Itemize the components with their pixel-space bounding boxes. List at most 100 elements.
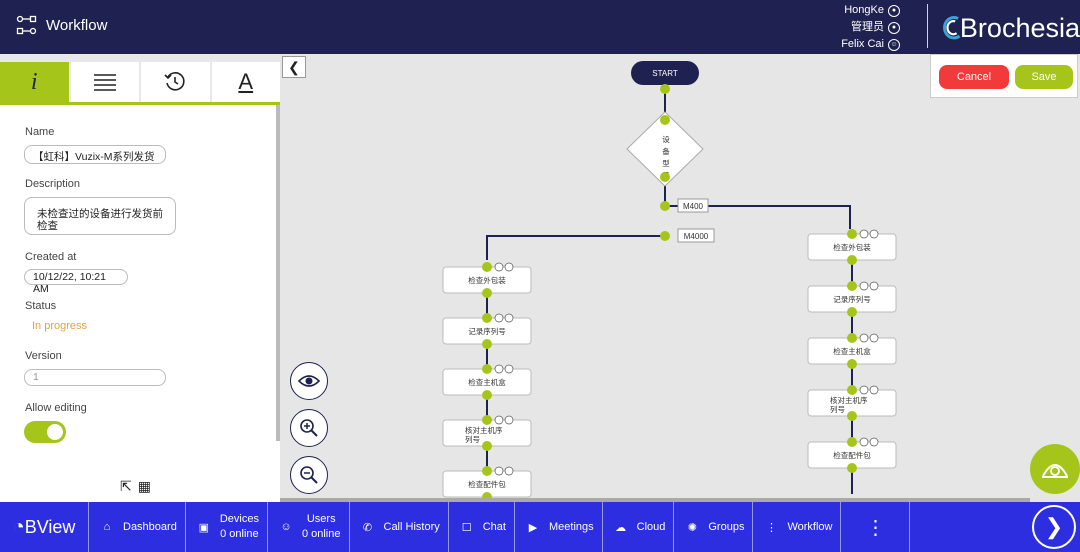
branch-m400-label: M400 — [683, 202, 704, 211]
grid-icon[interactable]: ▦ — [137, 478, 151, 494]
devices-icon: ▣ — [198, 521, 210, 534]
nav-devices-label: Devices — [219, 513, 259, 525]
nav-users-label: Users — [306, 513, 336, 525]
role-icon: ● — [888, 21, 900, 34]
allow-editing-toggle[interactable] — [24, 421, 66, 443]
workflow-icon — [16, 15, 37, 35]
groups-icon: ✺ — [687, 521, 697, 534]
panel-tools: ⇱ ▦ — [120, 478, 151, 495]
assist-icon — [1042, 464, 1068, 478]
nav-call-history-label: Call History — [383, 521, 440, 533]
chat-icon: ☐ — [461, 521, 472, 534]
decision-label-3: 型 — [662, 159, 670, 168]
created-field: 10/12/22, 10:21 AM — [24, 269, 128, 295]
company-name: HongKe — [844, 4, 884, 16]
nav-next-button[interactable]: ❯ — [1032, 505, 1076, 549]
home-icon: ⌂ — [103, 521, 111, 533]
save-button[interactable]: Save — [1015, 65, 1073, 89]
right-step-label: 检查外包装 — [833, 242, 871, 252]
decision-node — [626, 111, 704, 187]
expand-icon[interactable]: ⇱ — [120, 478, 132, 494]
right-step-1[interactable]: 检查外包装 — [807, 229, 897, 265]
user-icon[interactable]: ☺ — [888, 38, 900, 51]
bottom-nav: ◔ BView ⌂ Dashboard ▣ Devices 0 online ☺ … — [0, 502, 1080, 552]
role-name: 管理员 — [851, 21, 884, 33]
details-panel: Name 【虹科】Vuzix-M系列发货 Description 未检查过的设备… — [0, 105, 280, 502]
page-title: Workflow — [46, 16, 108, 34]
left-step-1[interactable]: 检查外包装 — [442, 262, 532, 298]
description-field[interactable]: 未检查过的设备进行发货前检查 — [24, 197, 176, 235]
cancel-button[interactable]: Cancel — [939, 65, 1009, 89]
version-label: Version — [25, 350, 62, 362]
nav-dashboard[interactable]: ⌂ Dashboard — [88, 502, 185, 552]
branch-m4000-label: M4000 — [684, 232, 709, 241]
workflow-title: Workflow — [16, 14, 107, 36]
nav-workflow[interactable]: ⋮ Workflow — [752, 502, 840, 552]
right-step-label: 核对主机序 — [830, 395, 868, 405]
bview-logo[interactable]: ◔ BView — [0, 502, 88, 552]
nav-more-button[interactable]: ⋮ — [840, 502, 911, 552]
tab-history[interactable] — [141, 62, 210, 102]
created-label: Created at — [25, 251, 77, 263]
right-step-2[interactable]: 记录序列号 — [807, 281, 897, 317]
bview-label: BView — [24, 516, 76, 537]
nav-chat-label: Chat — [482, 521, 506, 533]
nav-workflow-label: Workflow — [787, 521, 833, 533]
workflow-diagram: START 设 备 型 号 M400 M4000 检查外包装记录序列号检查主机盒… — [442, 61, 897, 502]
name-field[interactable]: 【虹科】Vuzix-M系列发货 — [24, 145, 166, 164]
right-step-5[interactable]: 检查配件包 — [807, 437, 897, 473]
tab-info[interactable]: i — [0, 62, 69, 102]
tab-underline — [0, 102, 280, 105]
editing-label: Allow editing — [25, 402, 87, 414]
status-label: Status — [25, 300, 57, 312]
workflow-canvas[interactable]: START 设 备 型 号 M400 M4000 检查外包装记录序列号检查主机盒… — [280, 54, 1080, 502]
tab-text[interactable]: A — [211, 62, 280, 102]
preview-button[interactable] — [290, 362, 328, 400]
left-step-2[interactable]: 记录序列号 — [442, 313, 532, 349]
status-value: In progress — [32, 320, 88, 332]
left-step-label: 检查配件包 — [468, 479, 506, 489]
remote-assist-button[interactable] — [1030, 444, 1080, 494]
cloud-icon: ☁ — [615, 521, 627, 534]
canvas-scrollbar[interactable] — [280, 498, 1030, 502]
nav-meetings[interactable]: ▶ Meetings — [513, 502, 602, 552]
nav-call-history[interactable]: ✆ Call History — [348, 502, 448, 552]
company-icon: ● — [888, 4, 900, 17]
right-step-label: 检查主机盒 — [833, 346, 871, 356]
left-step-3[interactable]: 检查主机盒 — [442, 364, 532, 400]
bview-icon: ◔ — [12, 515, 25, 538]
nav-chat[interactable]: ☐ Chat — [447, 502, 514, 552]
branch-m4000 — [677, 228, 715, 243]
panel-scrollbar[interactable] — [276, 105, 280, 441]
nav-devices-sub: 0 online — [220, 528, 259, 540]
zoom-out-icon — [300, 466, 318, 484]
nav-cloud[interactable]: ☁ Cloud — [601, 502, 674, 552]
zoom-out-button[interactable] — [290, 456, 328, 494]
nav-groups-label: Groups — [708, 521, 745, 533]
version-field[interactable]: 1 — [24, 369, 166, 386]
right-step-label: 记录序列号 — [833, 294, 871, 304]
tab-list[interactable] — [70, 62, 139, 102]
eye-icon — [298, 375, 320, 387]
decision-label-2: 备 — [662, 146, 670, 156]
brand-mark-icon — [943, 16, 961, 40]
nav-devices[interactable]: ▣ Devices 0 online — [184, 502, 267, 552]
brand-logo: Brochesia — [942, 6, 1080, 50]
right-step-3[interactable]: 检查主机盒 — [807, 333, 897, 369]
user-name[interactable]: Felix Cai — [841, 38, 884, 50]
info-icon: i — [30, 68, 38, 95]
phone-icon: ✆ — [362, 521, 373, 534]
right-step-label: 检查配件包 — [833, 450, 871, 460]
zoom-in-button[interactable] — [290, 409, 328, 447]
nav-cloud-label: Cloud — [636, 521, 666, 533]
video-icon: ▶ — [528, 521, 538, 534]
nav-groups[interactable]: ✺ Groups — [673, 502, 752, 552]
users-icon: ☺ — [280, 521, 292, 533]
collapse-panel-button[interactable]: ❮ — [282, 56, 306, 78]
workflow-nav-icon: ⋮ — [765, 521, 777, 534]
left-step-5[interactable]: 检查配件包 — [442, 466, 532, 502]
